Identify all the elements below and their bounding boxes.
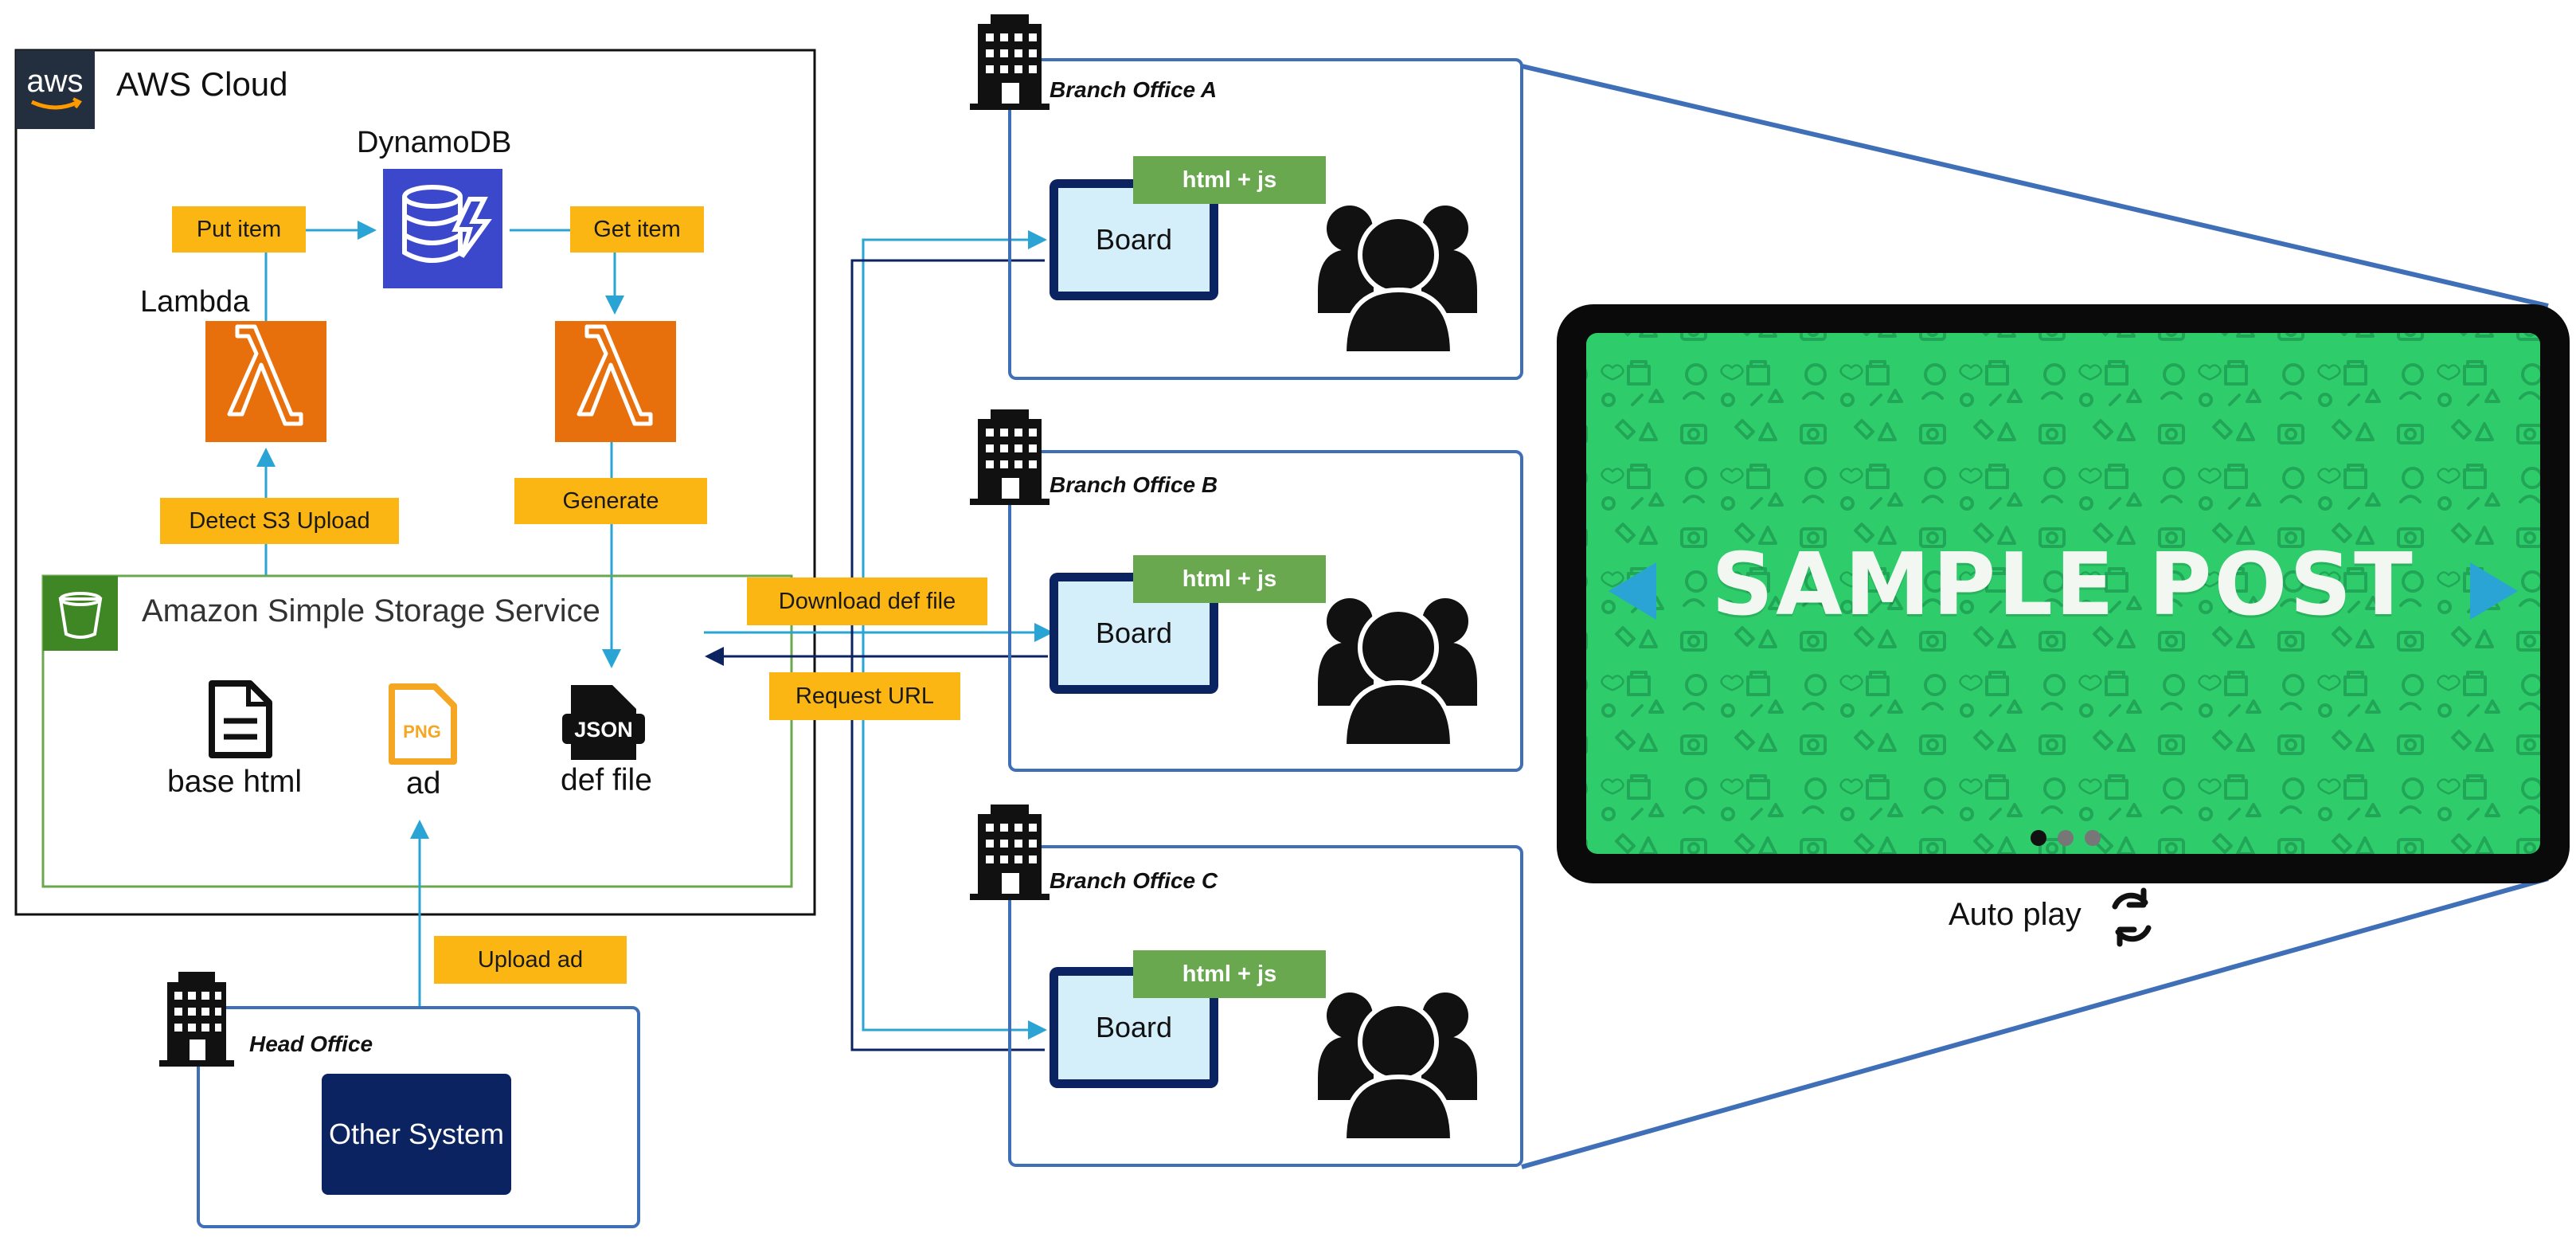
html-js-tag-branch-a: html + js: [1133, 156, 1326, 204]
carousel-dot-1[interactable]: [2031, 830, 2046, 846]
branch-office-b-box: [1008, 450, 1523, 772]
branch-office-a-title: Branch Office A: [1050, 77, 1218, 102]
html-js-tag-branch-c: html + js: [1133, 950, 1326, 998]
building-icon-branch-b: [970, 409, 1050, 505]
carousel-dot-3[interactable]: [2085, 830, 2101, 846]
json-badge: JSON: [574, 718, 633, 742]
request-url-label: Request URL: [769, 672, 960, 720]
carousel-prev-arrow[interactable]: [1609, 562, 1656, 620]
get-item-label: Get item: [570, 206, 704, 253]
people-icon-branch-c: [1318, 992, 1477, 1143]
json-file-icon: JSON: [562, 685, 645, 760]
lambda-icon-left: [205, 321, 326, 442]
carousel-next-arrow[interactable]: [2470, 562, 2518, 620]
lambda-label: Lambda: [140, 285, 250, 319]
head-office-box: [197, 1006, 640, 1228]
dynamodb-icon: [383, 169, 502, 288]
carousel-headline: SAMPLE POST: [1711, 535, 2415, 635]
dynamodb-label: DynamoDB: [357, 126, 512, 159]
building-icon-head-office: [159, 972, 234, 1067]
carousel-dots: [2031, 830, 2101, 846]
html-js-tag-branch-b: html + js: [1133, 555, 1326, 603]
aws-logo-icon: aws: [16, 50, 95, 129]
refresh-icon[interactable]: [2112, 887, 2152, 947]
s3-container: [41, 574, 793, 888]
people-icon-branch-b: [1318, 598, 1477, 749]
upload-ad-label: Upload ad: [434, 936, 627, 984]
building-icon-branch-c: [970, 805, 1050, 900]
carousel-dot-2[interactable]: [2058, 830, 2074, 846]
put-item-label: Put item: [172, 206, 306, 253]
branch-office-c-box: [1008, 845, 1523, 1167]
aws-logo-text: aws: [26, 64, 83, 99]
base-html-label: base html: [167, 765, 303, 799]
branch-office-a-box: [1008, 58, 1523, 380]
building-icon-branch-a: [970, 14, 1050, 110]
download-def-file-label: Download def file: [747, 577, 987, 625]
zoom-line-bottom: [1521, 876, 2549, 1169]
other-system-box: Other System: [322, 1074, 511, 1195]
png-badge: PNG: [403, 722, 441, 742]
document-icon: [209, 680, 272, 758]
zoom-line-top: [1521, 64, 2549, 308]
ad-label: ad: [406, 766, 441, 801]
head-office-title: Head Office: [249, 1032, 373, 1056]
people-icon-branch-a: [1318, 206, 1477, 356]
line-def-to-branch-a: [862, 230, 1047, 630]
generate-label: Generate: [514, 478, 707, 524]
aws-cloud-title: AWS Cloud: [116, 65, 288, 103]
line-def-to-branch-c: [862, 630, 1047, 1039]
autoplay-label: Auto play: [1949, 897, 2082, 932]
def-file-label: def file: [561, 763, 652, 797]
s3-bucket-icon: [43, 576, 118, 651]
lambda-icon-right: [555, 321, 676, 442]
branch-office-c-title: Branch Office C: [1050, 868, 1218, 893]
s3-title: Amazon Simple Storage Service: [142, 593, 600, 628]
branch-office-b-title: Branch Office B: [1050, 472, 1218, 497]
detect-s3-upload-label: Detect S3 Upload: [160, 498, 399, 544]
png-file-icon: PNG: [389, 683, 457, 765]
